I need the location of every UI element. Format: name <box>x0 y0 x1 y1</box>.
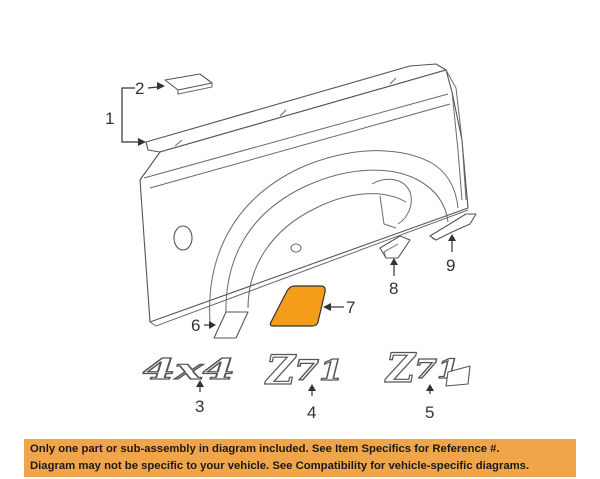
callout-3: 3 <box>195 397 204 416</box>
callout-6: 6 <box>191 316 200 335</box>
part-4-z71-badge: Z 71 <box>263 346 344 394</box>
svg-text:Z: Z <box>384 345 417 392</box>
callout-1: 1 <box>105 109 114 128</box>
disclaimer-line-1: Only one part or sub-assembly in diagram… <box>30 443 500 455</box>
part-2-cap <box>164 73 213 91</box>
bed-side-panel <box>139 63 469 327</box>
callout-8: 8 <box>389 279 398 298</box>
svg-text:Z: Z <box>264 347 297 394</box>
part-3-4x4-badge: 4x4 <box>142 352 235 386</box>
callout-2: 2 <box>135 79 144 98</box>
parts-diagram: 1 2 7 6 8 9 4x4 3 Z 71 4 Z 71 5 <box>105 63 477 422</box>
part-7-highlighted-emblem <box>269 285 326 327</box>
callout-7: 7 <box>346 298 355 317</box>
part-5-z71-offroad-badge: Z 71 <box>383 344 471 393</box>
disclaimer-banner: Only one part or sub-assembly in diagram… <box>24 439 576 477</box>
callout-9: 9 <box>446 256 455 275</box>
disclaimer-line-2: Diagram may not be specific to your vehi… <box>30 460 530 472</box>
svg-text:4x4: 4x4 <box>143 353 235 386</box>
callout-4: 4 <box>307 403 316 422</box>
callout-5: 5 <box>425 403 434 422</box>
part-6-emblem <box>213 311 249 339</box>
svg-text:71: 71 <box>294 354 344 387</box>
